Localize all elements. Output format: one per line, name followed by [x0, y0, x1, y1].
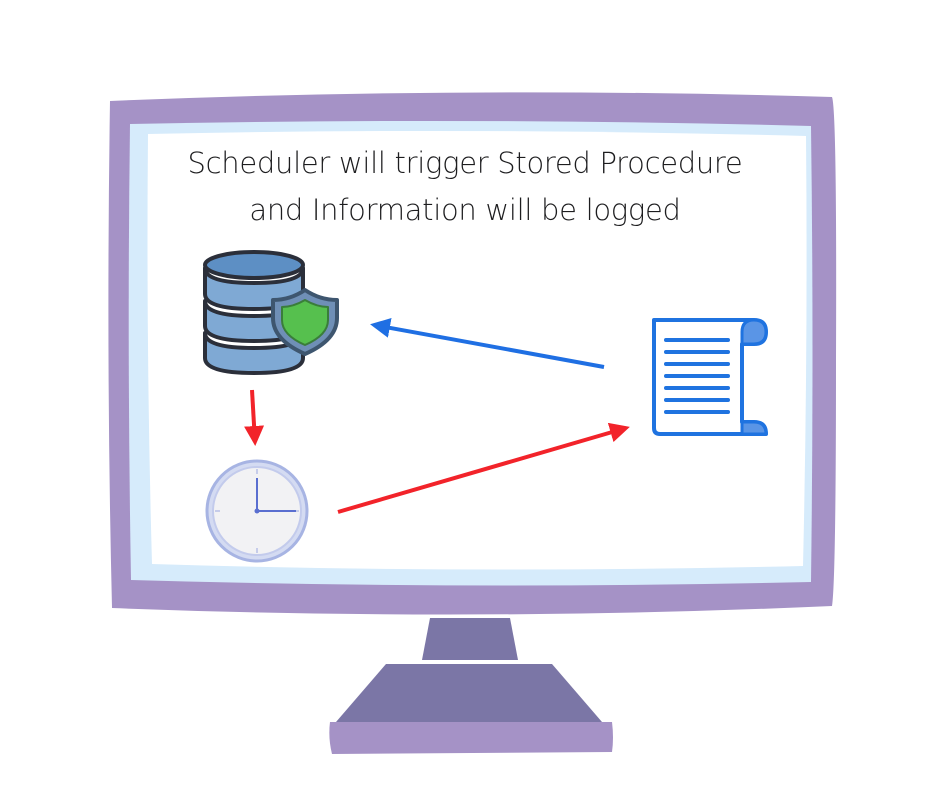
shield-icon [271, 288, 339, 356]
arrow-clock-to-log [337, 422, 630, 514]
monitor-stand [329, 618, 613, 754]
screen [147, 130, 807, 570]
secure-database-icon [203, 250, 339, 375]
clock-center [254, 508, 260, 514]
arrow-database-to-clock [244, 389, 265, 446]
arrow-log-to-database [370, 318, 605, 369]
log-scroll-icon [652, 318, 768, 436]
scheduler-clock-icon [205, 459, 309, 563]
caption-line-1: Scheduler will trigger Stored Procedure [187, 146, 743, 180]
caption-line-2: and Information will be logged [249, 193, 681, 227]
